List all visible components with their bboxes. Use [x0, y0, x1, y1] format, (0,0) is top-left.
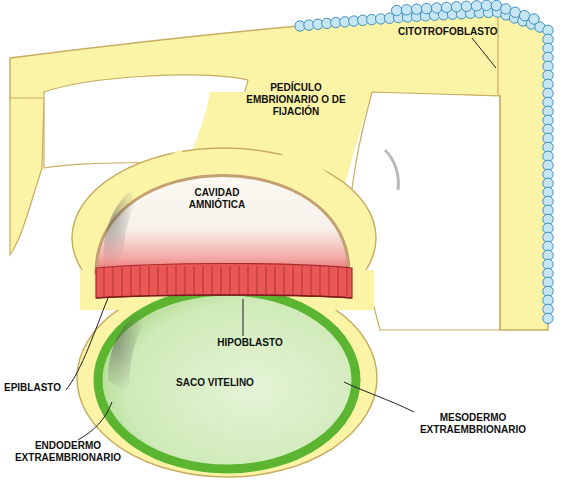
- epiblast-cell: [239, 266, 240, 296]
- epiblast-cell: [104, 266, 105, 296]
- connecting-stalk-region: PEDÍCULO EMBRIONARIO O DE FIJACIÓN: [236, 80, 356, 124]
- leader-line: [78, 402, 112, 440]
- cytotrophoblast-cell: [441, 2, 451, 12]
- connecting-stalk: [130, 150, 330, 175]
- region-label: PEDÍCULO EMBRIONARIO O DE FIJACIÓN: [236, 82, 356, 118]
- cytotrophoblast-cell: [510, 7, 520, 17]
- epiblast-cell: [185, 266, 186, 296]
- part-label: HIPOBLASTO: [210, 337, 290, 349]
- cytotrophoblast-cell: [451, 2, 461, 12]
- part-label: ENDODERMO EXTRAEMBRIONARIO: [8, 440, 128, 464]
- epiblast-cell: [140, 266, 141, 296]
- epiblast-cell: [113, 266, 114, 296]
- epiblast-cell: [293, 266, 294, 296]
- epiblast-cell: [311, 266, 312, 296]
- part-label: EPIBLASTO: [4, 382, 74, 394]
- epiblast-cell: [320, 266, 321, 296]
- shading: [103, 179, 150, 265]
- epiblast-cell: [212, 266, 213, 296]
- epiblast-cell: [221, 266, 222, 296]
- epiblast-cell: [347, 266, 348, 296]
- epiblast-cell: [203, 266, 204, 296]
- epiblast-cell: [257, 266, 258, 296]
- epiblast-cell: [302, 266, 303, 296]
- slab-edge: [499, 96, 500, 330]
- cytotrophoblast-cell: [411, 4, 421, 14]
- epiblast-cell: [167, 266, 168, 296]
- leader-line: [472, 38, 496, 68]
- epiblast-cell: [176, 266, 177, 296]
- epiblast-layer: [96, 264, 352, 299]
- cytotrophoblast-cell: [471, 1, 481, 11]
- cytotrophoblast-cell: [421, 3, 431, 13]
- yolk-sac-wall: [98, 291, 356, 469]
- epiblast-cell: [149, 266, 150, 296]
- region-label: SACO VITELINO: [160, 377, 270, 389]
- leader-line: [243, 299, 244, 336]
- leader-lines: [66, 38, 496, 440]
- cytotrophoblast-cell: [431, 3, 441, 13]
- yolk-sac: SACO VITELINO: [92, 285, 362, 475]
- cytotrophoblast-cell: [491, 0, 501, 10]
- epiblast-cell: [266, 266, 267, 296]
- epiblast-cell: [248, 266, 249, 296]
- cytotrophoblast-cell: [519, 10, 529, 20]
- leader-line: [66, 298, 108, 390]
- cytotrophoblast-cell: [481, 0, 491, 10]
- amniotic-cavity-outline: [90, 165, 355, 277]
- part-label: MESODERMO EXTRAEMBRIONARIO: [408, 412, 538, 436]
- cytotrophoblast-cell: [529, 14, 539, 24]
- epiblast-cell: [275, 266, 276, 296]
- epiblast-cell: [338, 266, 339, 296]
- epiblast-cell: [131, 266, 132, 296]
- cytotrophoblast-cell: [391, 5, 401, 15]
- cytotrophoblast-cell: [543, 313, 553, 323]
- amniotic-cavity: CAVIDAD AMNIÓTICA: [90, 165, 355, 277]
- cytotrophoblast-cell: [401, 5, 411, 15]
- cytotrophoblast-cells: [295, 0, 553, 323]
- cytotrophoblast-cell: [501, 4, 511, 14]
- chorion-slab: [10, 12, 548, 330]
- region-label: CAVIDAD AMNIÓTICA: [172, 187, 262, 211]
- shading: [385, 150, 398, 190]
- epiblast-cell: [230, 266, 231, 296]
- amnion-wall: [96, 176, 349, 274]
- epiblast-cell: [158, 266, 159, 296]
- part-label: CITOTROFOBLASTO: [398, 26, 508, 38]
- chorion-edge: [10, 98, 44, 255]
- epiblast-cell: [284, 266, 285, 296]
- epiblast-cell: [329, 266, 330, 296]
- shading: [108, 299, 162, 395]
- epiblast-cells: [104, 266, 347, 296]
- slab-edge: [497, 12, 498, 96]
- leader-line: [344, 382, 414, 412]
- epiblast-cell: [122, 266, 123, 296]
- hypoblast-layer: [96, 295, 352, 298]
- epiblast-cell: [194, 266, 195, 296]
- cytotrophoblast-cell: [461, 1, 471, 11]
